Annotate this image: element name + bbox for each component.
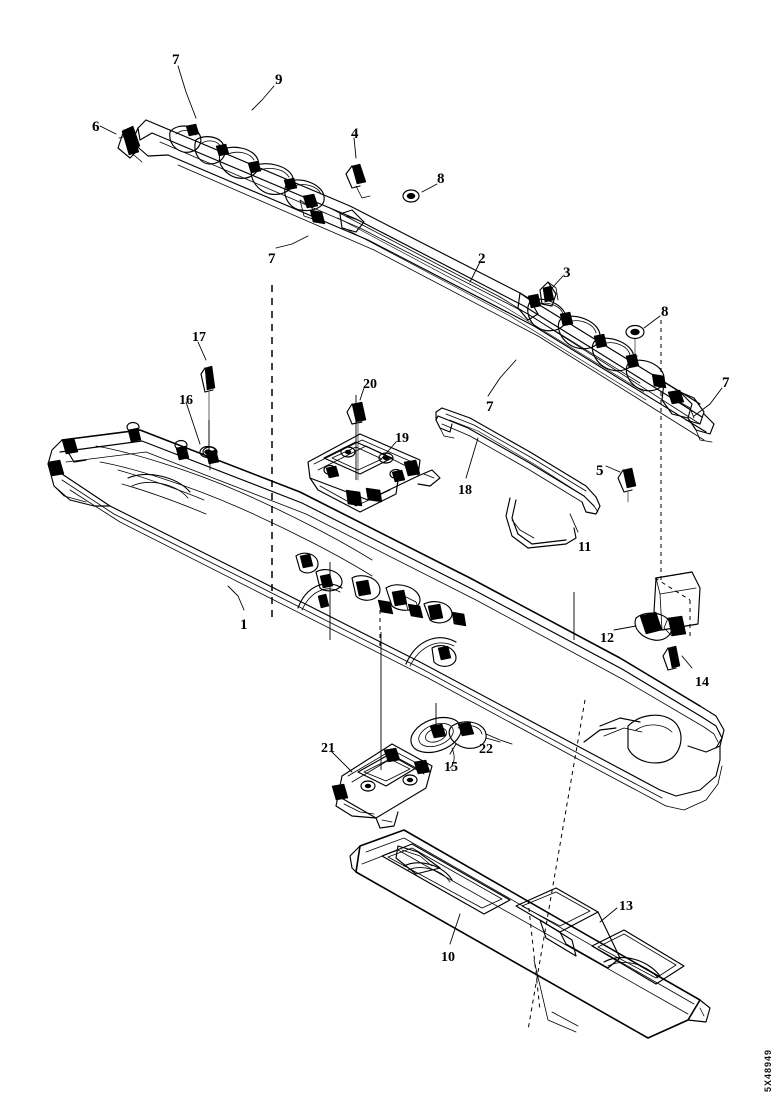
callout-21: 21 [321, 741, 335, 756]
callout-2: 2 [478, 251, 486, 267]
callout-7a: 7 [172, 52, 180, 68]
lower-trim-panel [349, 829, 711, 1039]
reinforcement-plate [307, 401, 441, 513]
callout-3: 3 [563, 265, 571, 281]
callout-17: 17 [192, 330, 206, 345]
callout-4: 4 [351, 126, 359, 142]
callout-18: 18 [458, 483, 472, 498]
callout-16: 16 [179, 393, 193, 408]
callout-19: 19 [395, 431, 409, 446]
callout-7d: 7 [722, 375, 730, 391]
callout-14: 14 [695, 675, 709, 690]
callout-8b: 8 [661, 304, 669, 320]
callout-9: 9 [275, 72, 283, 88]
callout-5: 5 [596, 463, 604, 479]
callout-8a: 8 [437, 171, 445, 187]
callout-12: 12 [600, 631, 614, 646]
callout-1: 1 [240, 617, 248, 633]
rail-garnish [435, 407, 601, 549]
callout-15: 15 [444, 760, 458, 775]
callout-7c: 7 [486, 399, 494, 415]
callout-10: 10 [441, 950, 455, 965]
upper-rail-assembly [117, 119, 715, 503]
callout-11: 11 [578, 540, 592, 555]
callout-7b: 7 [268, 251, 276, 267]
callout-20: 20 [363, 377, 377, 392]
drawing-id-code: 5X48949 [763, 1048, 773, 1092]
main-roof-rail [47, 365, 725, 811]
lower-bracket [331, 716, 513, 829]
callout-6: 6 [92, 119, 100, 135]
callout-22: 22 [479, 742, 493, 757]
callout-13: 13 [619, 899, 633, 914]
leader-lines [99, 65, 723, 945]
explosion-axes [208, 285, 691, 1031]
